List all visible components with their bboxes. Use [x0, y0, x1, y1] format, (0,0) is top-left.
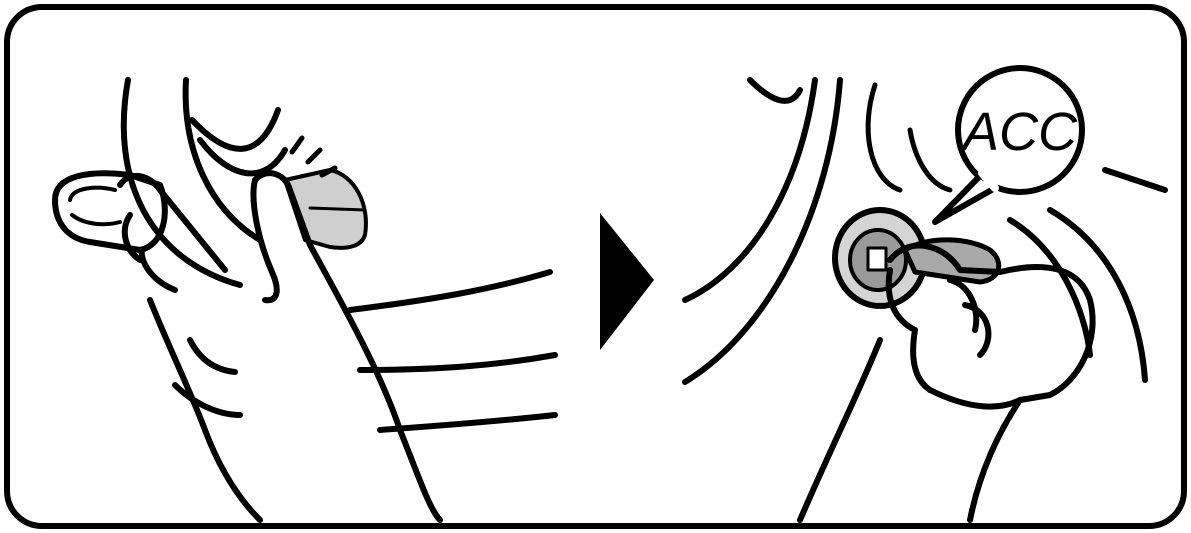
hand-icon — [120, 173, 440, 520]
right-triangle-arrow-icon — [600, 213, 654, 350]
acc-callout-label: ACC — [960, 102, 1078, 162]
press-indicator-icon — [292, 138, 335, 175]
dashboard-line — [350, 272, 550, 310]
step1-panel — [55, 80, 555, 520]
illustration-frame: ACC — [4, 4, 1187, 529]
illustration-svg: ACC — [10, 10, 1181, 523]
step2-panel — [685, 68, 1165, 520]
steering-wheel-rim-right — [685, 80, 815, 300]
key-fob-icon — [55, 173, 165, 250]
